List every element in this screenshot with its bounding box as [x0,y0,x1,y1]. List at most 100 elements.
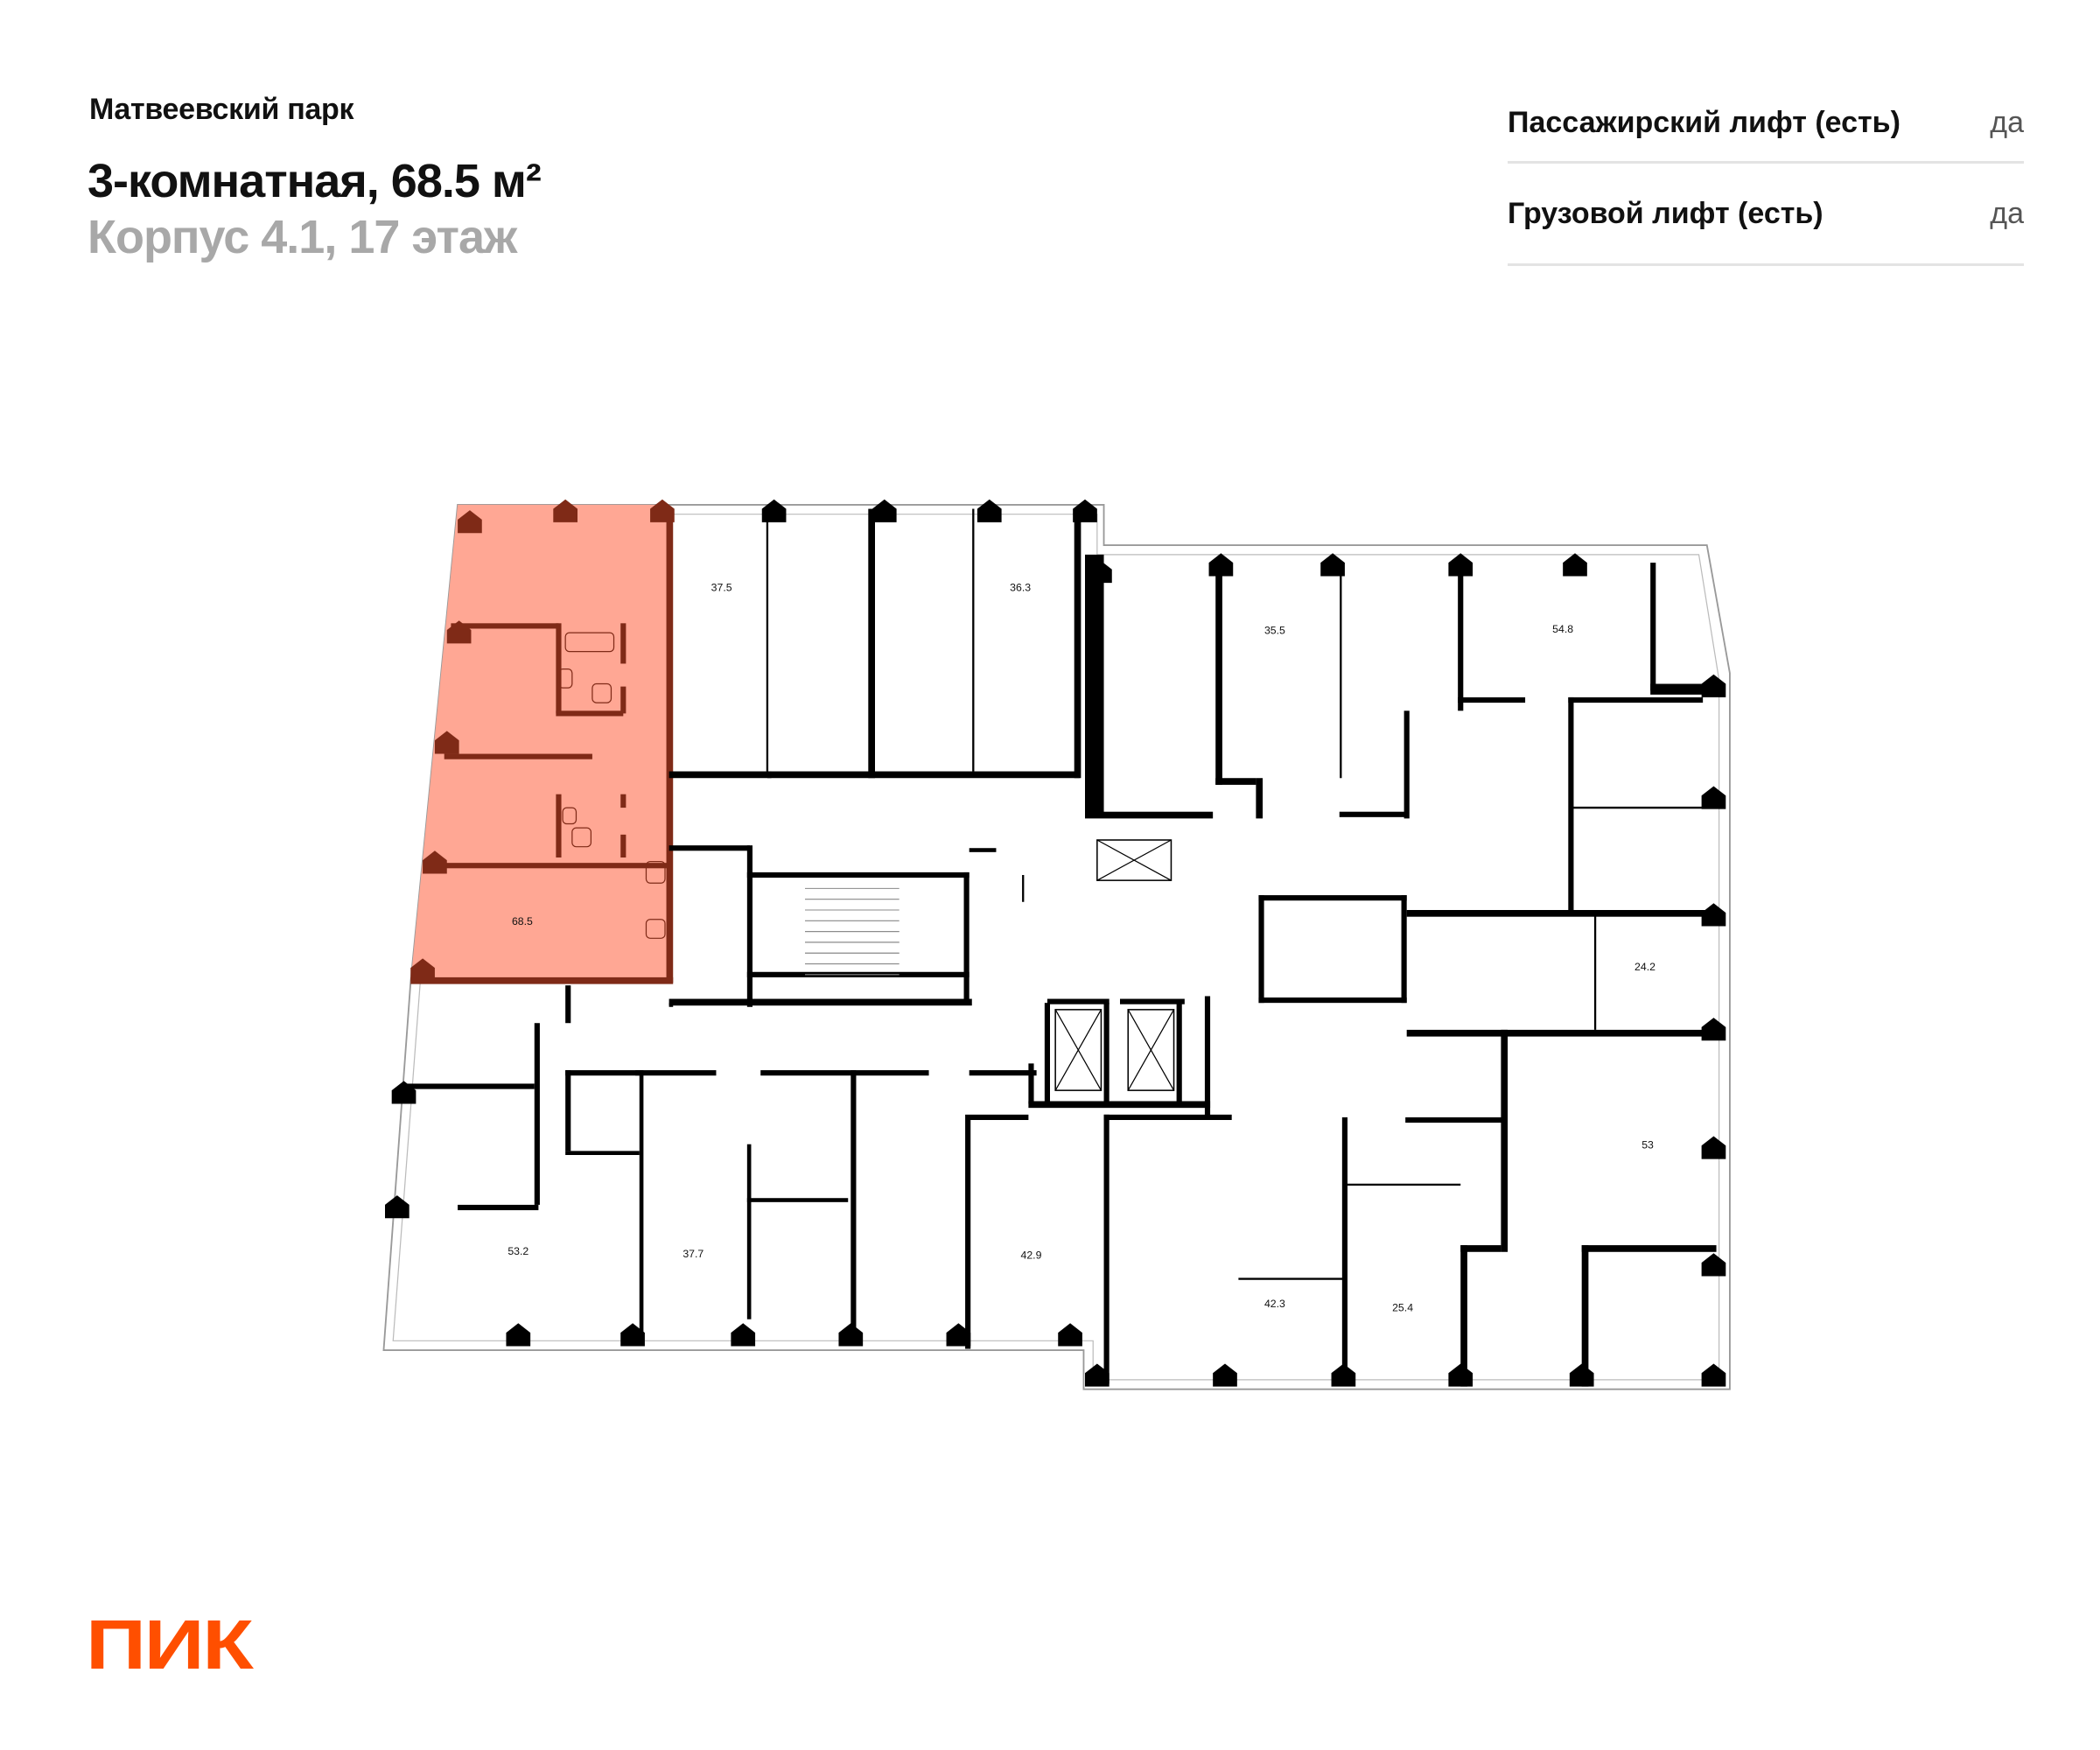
wall [746,1144,752,1320]
wall [1085,811,1214,819]
elevator-cross [1127,1009,1175,1091]
pillar [946,1323,971,1347]
wall [1074,508,1082,779]
fixture [557,668,573,689]
pillar [1208,553,1234,577]
wall [403,1083,535,1089]
building-floor: Корпус 4.1, 17 этаж [88,211,517,263]
apartment-area-label: 42.9 [1020,1249,1041,1261]
pillar [1701,903,1726,927]
wall [965,1120,971,1349]
pillar [1701,1363,1726,1387]
pillar [731,1323,756,1347]
wall [1401,895,1407,1004]
wall [746,845,752,1007]
wall [1581,1245,1717,1252]
fixture [562,807,578,825]
wall [1650,683,1712,695]
pillar [1701,786,1726,809]
apartment-area-label: 36.3 [1010,581,1031,593]
wall [1460,1245,1467,1387]
fixture [564,632,615,653]
facade-outline [382,504,1731,1390]
walls [403,508,1721,1387]
wall [1568,696,1704,704]
wall [1028,1063,1034,1104]
wall [1215,778,1256,785]
wall [639,1070,644,1347]
wall [565,985,571,1024]
pillar [872,499,897,522]
wall [1406,1029,1508,1037]
pillar [838,1323,864,1347]
apartment-area-label: 24.2 [1634,961,1656,973]
property-label: Пассажирский лифт (есть) [1508,105,1900,139]
wall [850,1070,857,1347]
wall [1204,996,1211,1117]
selected-apartment-wall [451,623,559,629]
property-value: да [1990,105,2024,139]
wall [1085,554,1104,817]
wall [1103,1003,1110,1104]
property-freight-lift: Грузовой лифт (есть) да [1508,164,2024,266]
wall [746,1198,849,1202]
fixture [645,919,666,939]
wall [868,508,875,779]
fixture [645,861,666,884]
wall [1258,998,1407,1004]
wall [668,998,972,1006]
wall [1046,998,1110,1004]
project-name: Матвеевский парк [89,93,354,126]
selected-pillar [434,731,459,754]
wall [1258,895,1407,901]
wall [1256,778,1264,819]
property-passenger-lift: Пассажирский лифт (есть) да [1508,84,2024,164]
selected-apartment-wall [556,623,562,714]
pillars [385,499,1726,1387]
wall [1176,1003,1182,1104]
apartment-area-label: 68.5 [512,915,533,928]
wall [1339,811,1407,817]
selected-apartment-wall [444,753,592,760]
wall [1044,1003,1050,1104]
selected-apartment-wall [620,794,626,808]
wall [1406,910,1719,917]
wall [1501,1029,1508,1252]
wall [746,872,970,878]
selected-pillar [458,510,482,534]
pillar [1569,1363,1594,1387]
wall [1501,1029,1719,1037]
apartment-area-label: 54.8 [1552,623,1573,635]
wall [668,1003,674,1007]
pillar [1701,1018,1726,1041]
pillar [391,1081,416,1104]
elevator-shaft [1054,1009,1102,1091]
pillar [976,499,1002,522]
wall [1215,563,1222,785]
fixture [571,827,592,848]
wall [1028,1101,1211,1109]
selected-apartment[interactable] [410,499,675,984]
pillar [1085,1363,1110,1387]
wall [969,1070,1037,1076]
wall [1404,710,1410,819]
wall [1405,1116,1502,1124]
elevator-shaft [1096,839,1172,881]
selected-pillar [650,499,675,522]
pillar [1448,553,1474,577]
wall [965,1114,1029,1120]
wall [1650,563,1656,691]
pillar [1073,499,1097,522]
wall [635,1070,717,1076]
wall [969,848,997,852]
pik-logo[interactable]: ПИК [86,1606,254,1684]
wall [1258,895,1264,1004]
selected-apartment-wall [620,686,626,714]
pillar [620,1323,645,1347]
selected-apartment-wall [620,834,626,858]
elevator-shaft [1127,1009,1175,1091]
selected-apartment-wall [620,623,626,664]
selected-pillar [553,499,578,522]
properties-table: Пассажирский лифт (есть) да Грузовой лиф… [1508,84,2024,266]
